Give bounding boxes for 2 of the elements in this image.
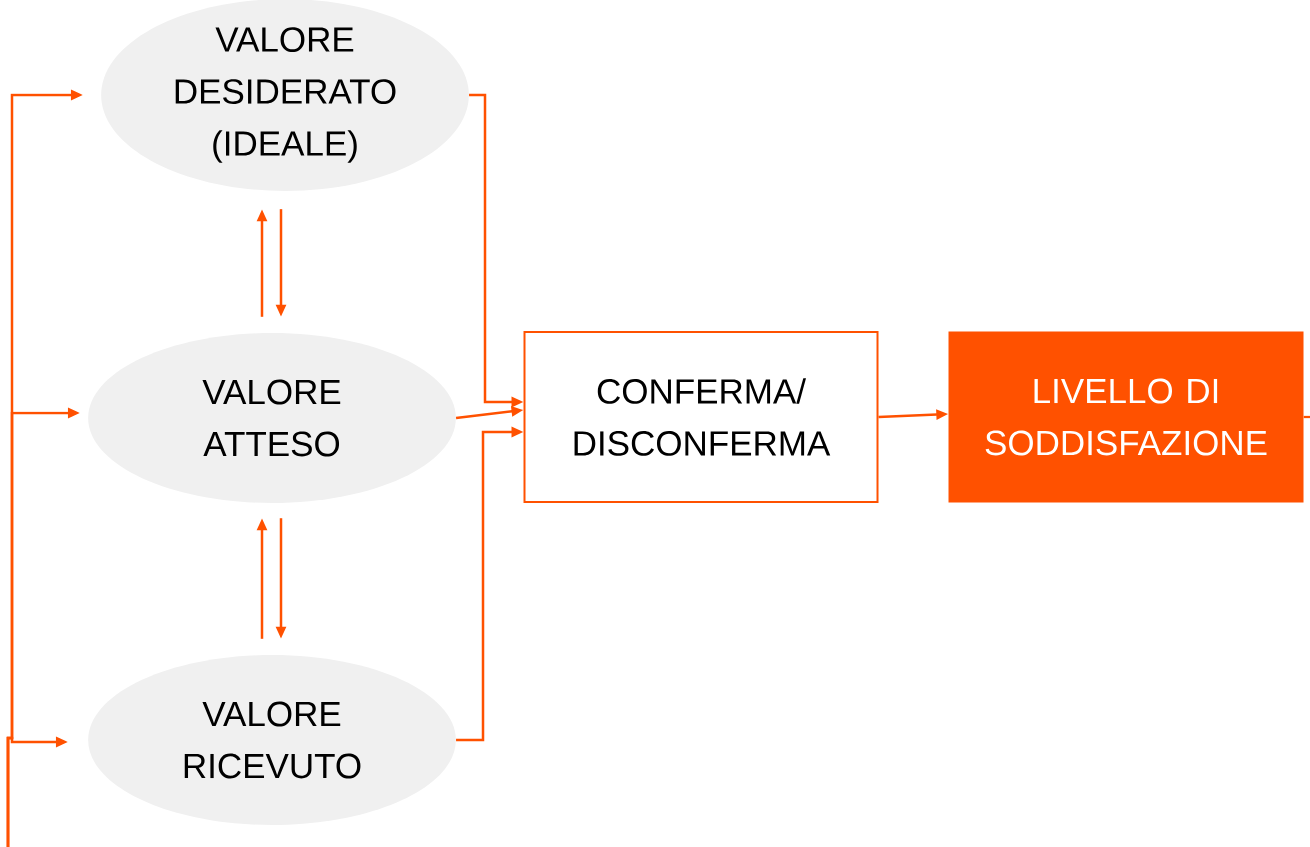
result-box: LIVELLO DI SODDISFAZIONE <box>948 331 1304 503</box>
process-box: CONFERMA/ DISCONFERMA <box>523 331 879 503</box>
